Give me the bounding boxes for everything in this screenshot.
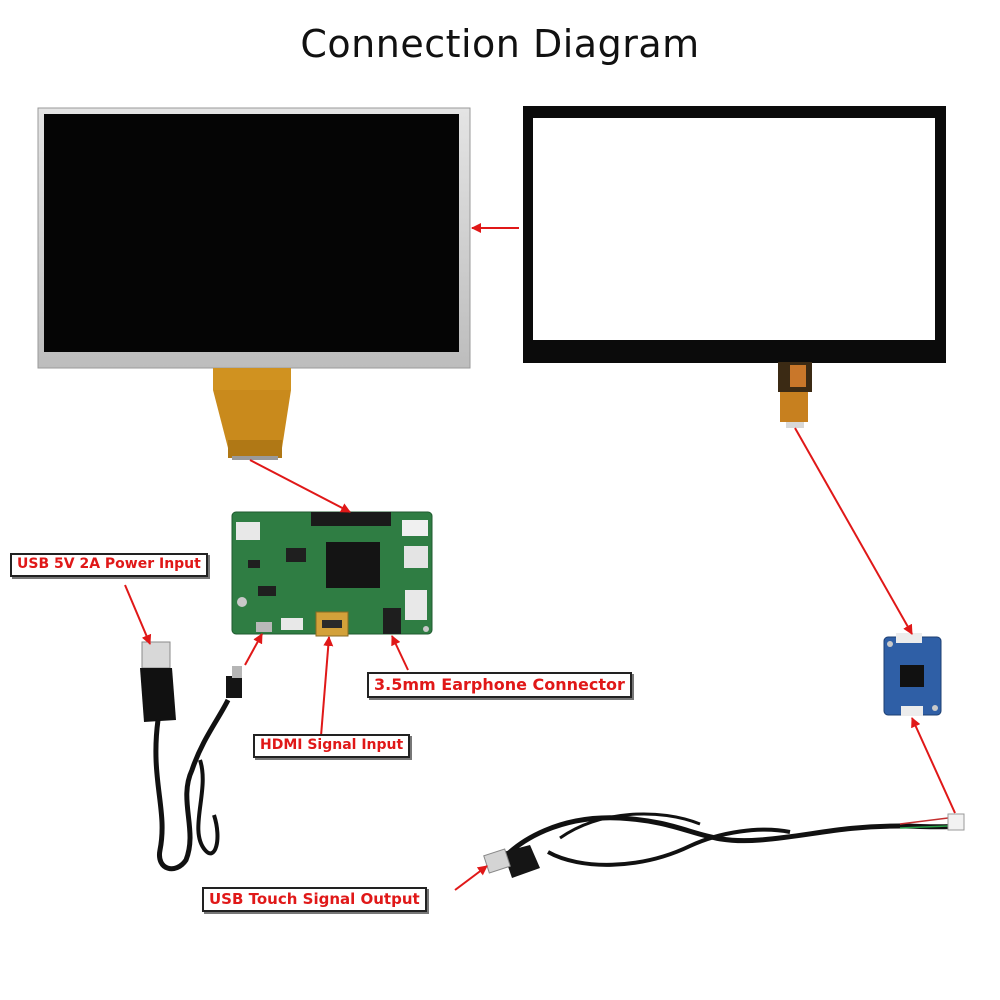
arrow-power-label	[124, 584, 152, 645]
lcd-display-panel	[37, 107, 471, 369]
usb-touch-cable	[483, 812, 965, 878]
driver-board	[231, 511, 433, 637]
diagram-title: Connection Diagram	[300, 22, 700, 66]
hdmi-signal-input-label: HDMI Signal Input	[253, 734, 411, 758]
micro-usb-port	[256, 622, 272, 632]
lcd-screen	[44, 114, 459, 352]
arrow-microusb-to-board	[244, 633, 263, 666]
main-chip	[326, 542, 380, 588]
arrow-earphone	[391, 635, 409, 671]
earphone-jack	[383, 608, 401, 634]
ribbon-connector	[311, 512, 391, 526]
arrow-flex-to-controller	[794, 427, 913, 635]
touch-controller-board	[883, 633, 942, 716]
arrow-touch-output	[454, 865, 488, 891]
arrow-cable-to-controller	[911, 717, 956, 814]
touch-flex-cable	[778, 362, 812, 428]
usb-touch-output-label: USB Touch Signal Output	[202, 887, 427, 912]
usb-power-cable	[140, 641, 242, 872]
lcd-ribbon-cable	[213, 368, 291, 460]
arrow-hdmi	[320, 636, 334, 737]
board-connector-left	[236, 522, 260, 540]
arrow-ribbon-to-board	[249, 459, 351, 513]
earphone-connector-label: 3.5mm Earphone Connector	[367, 672, 632, 698]
usb-power-input-label: USB 5V 2A Power Input	[10, 553, 208, 577]
touch-panel	[523, 106, 946, 363]
